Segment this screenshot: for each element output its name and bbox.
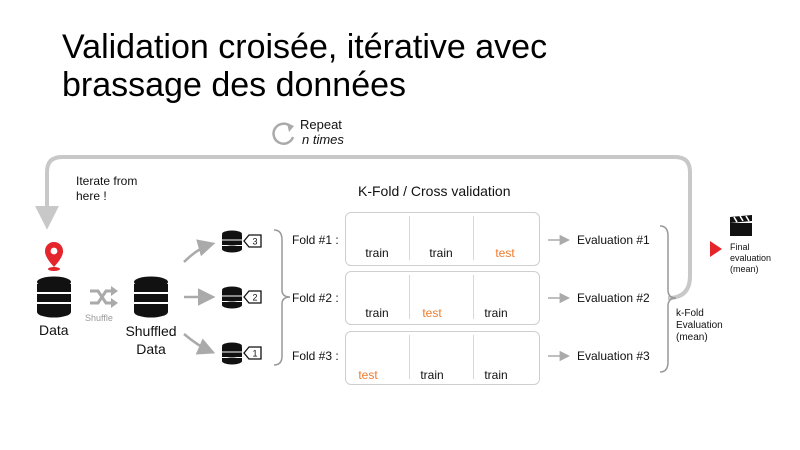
fold-1-cell-2-role: train bbox=[429, 246, 453, 260]
fold-label-3: Fold #3 : bbox=[292, 349, 339, 363]
repeat-icon bbox=[272, 122, 295, 145]
fold-2-cell-2-role: test bbox=[422, 306, 442, 320]
repeat-loop-arrow bbox=[35, 155, 692, 300]
fold-box-1 bbox=[345, 212, 540, 266]
shuffled-data-line-1: Shuffled bbox=[125, 323, 177, 339]
fold-1-separator-b bbox=[473, 216, 474, 260]
split-database-icon-3-tag bbox=[243, 346, 262, 360]
kfold-eval-line-1: k-Fold bbox=[676, 308, 704, 319]
fold-2-cell-3-role: train bbox=[484, 306, 508, 320]
fold-3-cell-1-role: test bbox=[358, 368, 378, 382]
shuffle-label: Shuffle bbox=[85, 313, 113, 323]
split-database-icon-2-tag bbox=[243, 290, 262, 304]
split-arrow-1 bbox=[183, 239, 216, 263]
shuffled-data-line-2: Data bbox=[136, 341, 166, 357]
fold-label-1: Fold #1 : bbox=[292, 233, 339, 247]
fold-label-2: Fold #2 : bbox=[292, 291, 339, 305]
final-evaluation-label: Final evaluation (mean) bbox=[730, 242, 771, 275]
clapperboard-icon bbox=[730, 215, 752, 236]
repeat-label-line-1: Repeat bbox=[300, 117, 342, 132]
fold-box-2 bbox=[345, 271, 540, 325]
repeat-label: Repeat n times bbox=[300, 117, 344, 147]
play-triangle-icon bbox=[710, 241, 722, 257]
kfold-eval-line-3: (mean) bbox=[676, 332, 708, 343]
split-database-icon-1-number: 3 bbox=[252, 237, 257, 247]
kfold-eval-line-2: Evaluation bbox=[676, 320, 723, 331]
final-eval-line-1: Final bbox=[730, 242, 750, 252]
split-database-icon-1: 3 bbox=[222, 230, 262, 253]
shuffled-data-label: Shuffled Data bbox=[123, 322, 179, 358]
data-label: Data bbox=[39, 322, 69, 338]
split-icons: 3 2 1 bbox=[222, 230, 262, 365]
kfold-evaluation-label: k-Fold Evaluation (mean) bbox=[676, 308, 723, 344]
split-database-icon-1-tag bbox=[243, 234, 262, 248]
database-icon-shuffled bbox=[134, 276, 168, 318]
evaluation-label-3: Evaluation #3 bbox=[577, 349, 650, 363]
split-database-icon-2-number: 2 bbox=[252, 293, 257, 303]
fold-2-separator-a bbox=[409, 275, 410, 319]
shuffle-icon bbox=[90, 286, 118, 308]
evaluation-label-1: Evaluation #1 bbox=[577, 233, 650, 247]
fold-3-cell-2-role: train bbox=[420, 368, 444, 382]
final-eval-line-2: evaluation bbox=[730, 253, 772, 263]
split-bracket bbox=[273, 229, 291, 366]
fold-3-separator-a bbox=[409, 335, 410, 379]
evaluation-bracket bbox=[659, 225, 677, 373]
fold-1-cell-1-role: train bbox=[365, 246, 389, 260]
iterate-line-2: here ! bbox=[76, 189, 107, 203]
fold-2-separator-b bbox=[473, 275, 474, 319]
fold-box-3 bbox=[345, 331, 540, 385]
final-eval-line-3: (mean) bbox=[730, 264, 759, 274]
iterate-label: Iterate from here ! bbox=[76, 174, 137, 204]
page-title: Validation croisée, itérative avec brass… bbox=[62, 28, 547, 104]
map-pin-icon bbox=[45, 242, 63, 271]
title-line-1: Validation croisée, itérative avec bbox=[62, 28, 548, 66]
fold-2-cell-1-role: train bbox=[365, 306, 389, 320]
fold-1-cell-3-role: test bbox=[495, 246, 515, 260]
split-database-icon-3: 1 bbox=[222, 342, 262, 365]
split-database-icon-3-number: 1 bbox=[252, 349, 257, 359]
fold-1-separator-a bbox=[409, 216, 410, 260]
fold-3-separator-b bbox=[473, 335, 474, 379]
kfold-title: K-Fold / Cross validation bbox=[358, 183, 511, 199]
split-database-icon-2: 2 bbox=[222, 286, 262, 309]
repeat-label-line-2: n times bbox=[300, 132, 344, 147]
title-line-2: brassage des données bbox=[62, 66, 407, 104]
evaluation-label-2: Evaluation #2 bbox=[577, 291, 650, 305]
split-arrow-3 bbox=[183, 333, 216, 355]
fold-3-cell-3-role: train bbox=[484, 368, 508, 382]
database-icon-data bbox=[37, 276, 71, 318]
iterate-line-1: Iterate from bbox=[76, 174, 138, 188]
repeat-n-times: n times bbox=[302, 132, 344, 147]
